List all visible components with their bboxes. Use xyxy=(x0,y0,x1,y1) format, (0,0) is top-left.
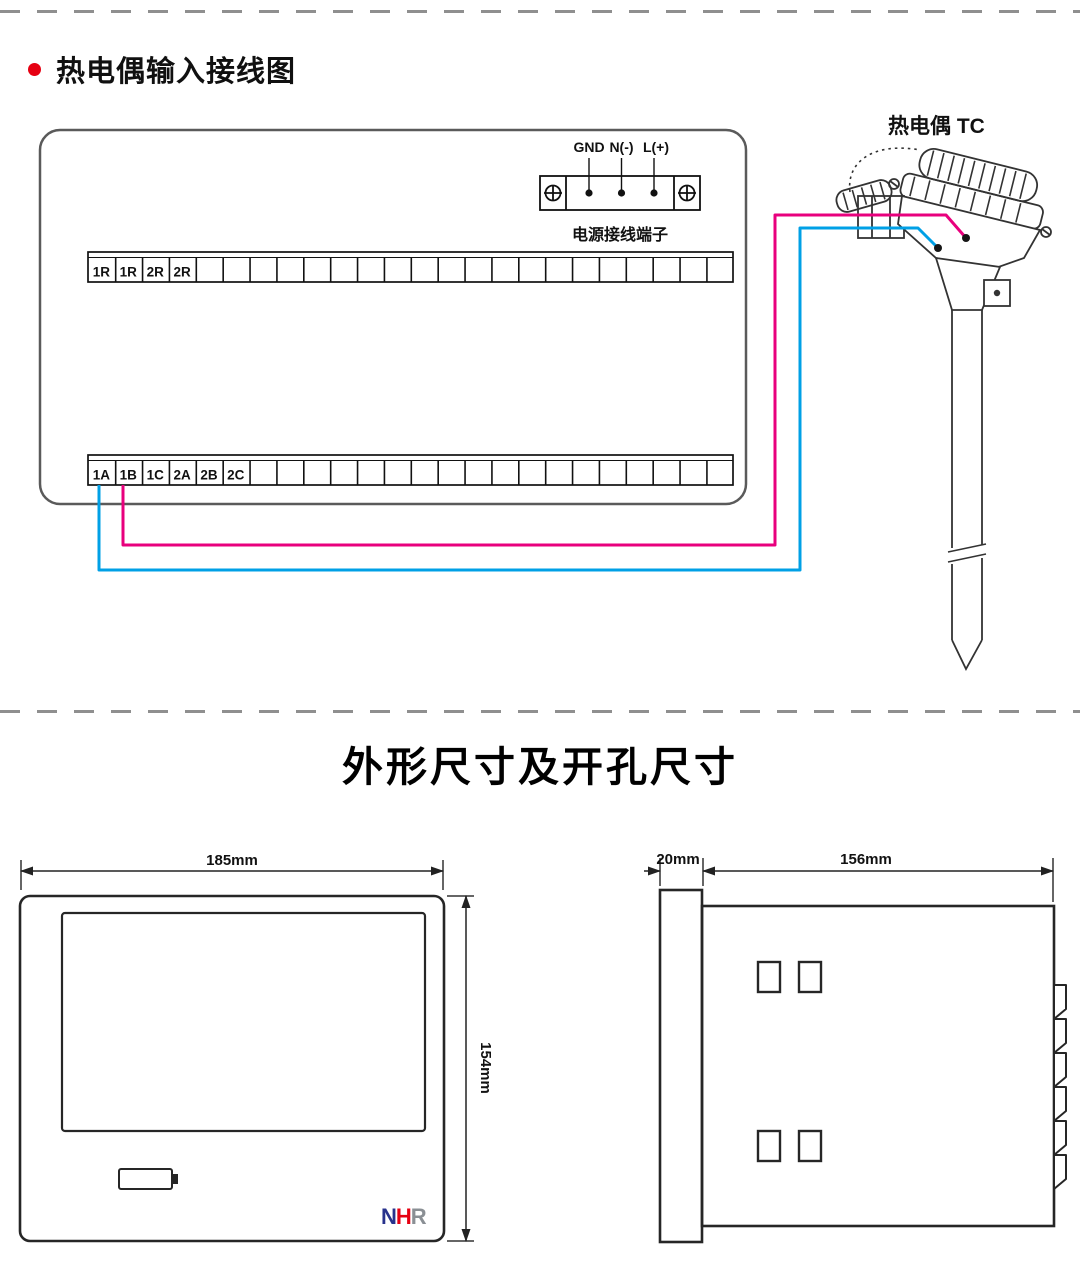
wiring-diagram: GND N(-) L(+) 电源接线端子 1R 1R 2R 2R 1A 1B 1… xyxy=(38,114,1052,671)
thermocouple-illustration xyxy=(835,147,1052,671)
terminal-label: 1A xyxy=(93,468,111,483)
bullet-icon xyxy=(28,62,41,76)
terminal-label: 2R xyxy=(147,265,165,280)
thermocouple-probe xyxy=(947,310,987,671)
power-terminal-dot xyxy=(650,189,658,197)
dim-label-body-depth: 156mm xyxy=(840,851,892,868)
side-view: 20mm 156mm xyxy=(644,851,1067,1244)
thermocouple-label: 热电偶 TC xyxy=(888,114,985,138)
screw-icon xyxy=(888,178,900,190)
tc-terminal-dot-positive xyxy=(962,234,970,242)
terminal-label: 2C xyxy=(227,468,245,483)
usb-port xyxy=(118,1168,178,1190)
front-panel-outline xyxy=(18,894,446,1243)
terminal-label: 1R xyxy=(93,265,111,280)
ground-screw-icon xyxy=(678,184,696,202)
terminal-label: 2A xyxy=(173,468,191,483)
terminal-label: 1C xyxy=(147,468,165,483)
ground-screw-icon xyxy=(544,184,562,202)
dimension-drawings: 185mm NHR 154mm 20mm 156mm xyxy=(18,851,1067,1244)
recorder-outline xyxy=(38,128,748,506)
dim-label-front-width: 185mm xyxy=(206,852,258,869)
power-terminal-dot xyxy=(585,189,593,197)
display-screen xyxy=(60,911,427,1133)
wiring-section-header: 热电偶输入接线图 xyxy=(28,48,296,90)
power-terminal-block xyxy=(539,158,701,211)
relay-terminal-strip: 1R 1R 2R 2R xyxy=(87,251,734,283)
terminal-label: 1B xyxy=(120,468,138,483)
terminal-label: 2B xyxy=(200,468,218,483)
dim-label-front-height: 154mm xyxy=(477,1042,494,1094)
rear-terminal-teeth xyxy=(1053,984,1067,1190)
dim-label-bezel-depth: 20mm xyxy=(656,851,699,868)
top-dashed-divider xyxy=(0,10,1080,13)
probe-tip xyxy=(951,639,983,671)
side-bezel xyxy=(658,888,704,1244)
tc-terminal-dot-negative xyxy=(934,244,942,252)
terminal-label: 2R xyxy=(173,265,191,280)
middle-dashed-divider xyxy=(0,710,1080,713)
logo-letter-r: R xyxy=(411,1204,427,1229)
mounting-slots xyxy=(756,960,823,1163)
power-label-gnd: GND xyxy=(573,139,604,155)
power-terminal-dot xyxy=(617,189,626,197)
dimensions-section-title: 外形尺寸及开孔尺寸 xyxy=(342,744,738,790)
thermocouple-head xyxy=(897,194,1042,271)
logo-letter-h: H xyxy=(396,1204,411,1229)
power-label-live: L(+) xyxy=(643,139,669,155)
probe-break-mark xyxy=(947,543,987,563)
wiring-section-title: 热电偶输入接线图 xyxy=(56,56,297,88)
cable-entry-box xyxy=(983,279,1011,307)
terminal-label: 1R xyxy=(120,265,138,280)
input-terminal-strip: 1A 1B 1C 2A 2B 2C xyxy=(87,454,734,486)
wire-positive xyxy=(121,213,968,547)
logo-letter-n: N xyxy=(381,1204,396,1229)
screw-icon xyxy=(1040,226,1052,238)
power-label-neutral: N(-) xyxy=(609,139,633,155)
front-view: 185mm NHR 154mm xyxy=(18,852,494,1243)
brand-logo: NHR xyxy=(381,1204,427,1229)
side-body xyxy=(700,904,1056,1228)
wire-negative xyxy=(97,226,940,572)
power-terminal-caption: 电源接线端子 xyxy=(572,225,668,244)
